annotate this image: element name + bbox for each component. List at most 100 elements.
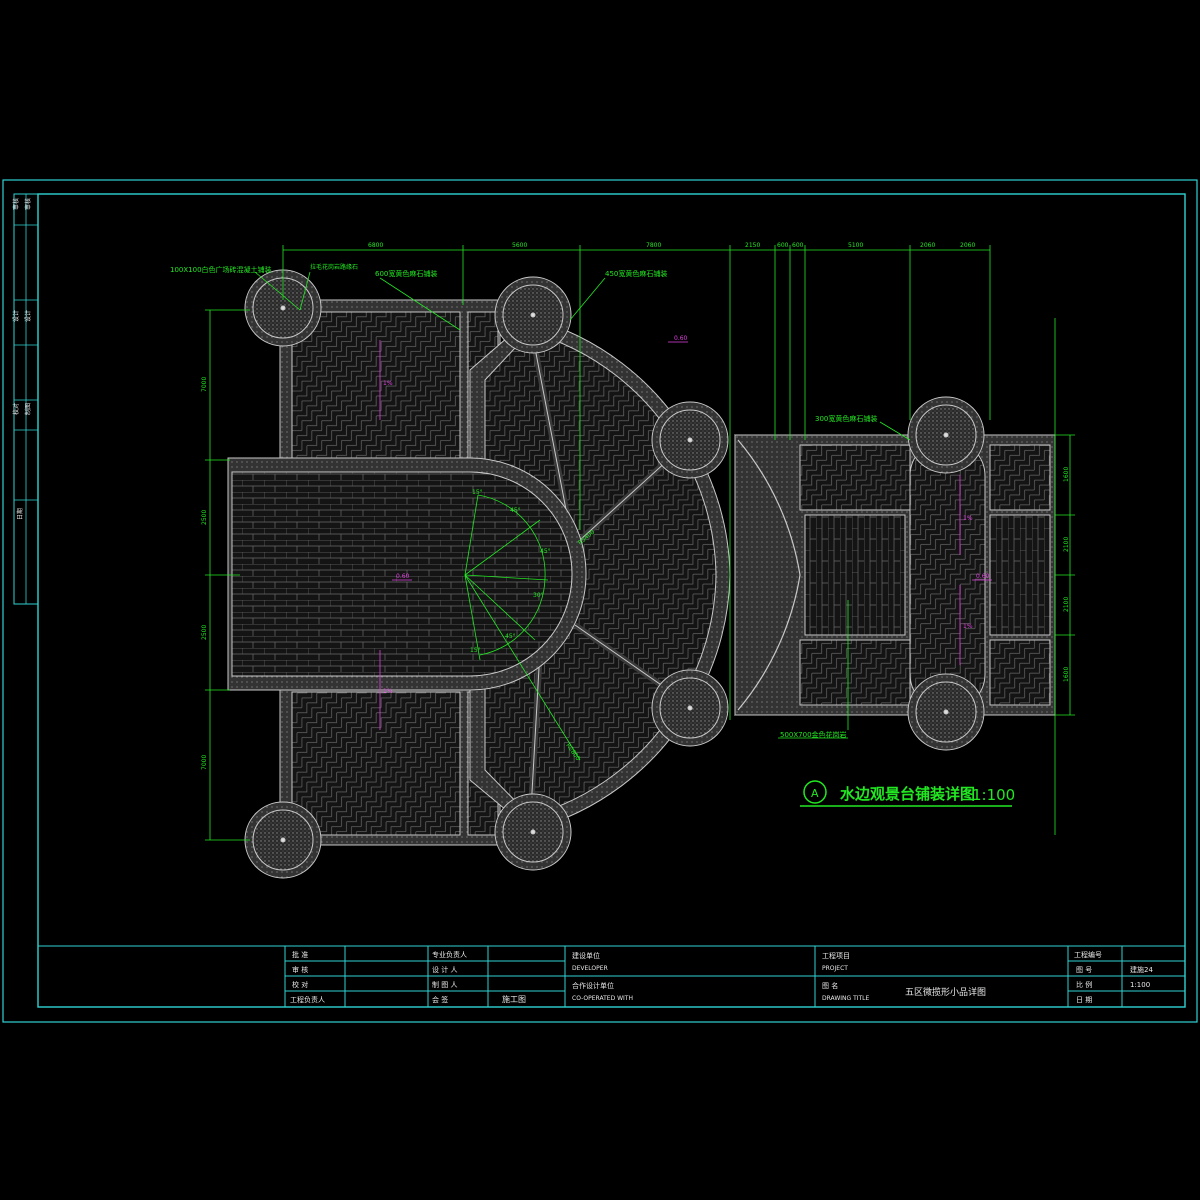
planter-bl xyxy=(244,801,322,879)
slope-4: 1% xyxy=(963,623,973,630)
side-cell-7: 日期 xyxy=(16,508,24,520)
dim-top-2: 5600 xyxy=(512,242,527,249)
planter-bm xyxy=(494,793,572,871)
tb-drafter: 制 图 人 xyxy=(432,980,457,989)
right-platform-paving-3 xyxy=(989,444,1051,511)
right-dimensions: 1600 2100 2100 1600 xyxy=(1063,467,1070,682)
angle-1: 15° xyxy=(472,489,483,496)
slope-1: 1% xyxy=(383,380,393,387)
callout-2: 拉毛花岗岩路缘石 xyxy=(310,263,358,271)
tb-coop-cn: 合作设计单位 xyxy=(572,981,614,990)
dim-left-4: 7000 xyxy=(201,755,208,770)
dim-left-3: 2500 xyxy=(201,625,208,640)
tb-coop-en: CO-OPERATED WITH xyxy=(572,995,633,1002)
title-block xyxy=(37,945,1186,1008)
right-cross-beam xyxy=(909,439,986,711)
lower-wing-paving xyxy=(291,691,461,836)
dimension-lines xyxy=(205,245,1075,841)
tb-project-cn: 工程项目 xyxy=(822,951,850,960)
dim-right-1: 1600 xyxy=(1063,467,1070,482)
planter-tm xyxy=(494,276,572,354)
tb-discipline-lead: 专业负责人 xyxy=(432,950,467,959)
angle-4: 30° xyxy=(533,592,544,599)
planter-tl xyxy=(244,269,322,347)
construction-lines xyxy=(254,271,911,761)
tb-developer-cn: 建设单位 xyxy=(572,951,600,960)
tb-project-en: PROJECT xyxy=(822,965,848,972)
side-cell-3: 设计 xyxy=(12,310,20,322)
upper-wing-paving xyxy=(291,311,461,459)
planter-rt xyxy=(651,401,729,479)
right-platform-paving-2 xyxy=(799,639,911,706)
callout-4: 450宽黄色麻石铺装 xyxy=(605,269,667,278)
dim-top-5: 600 xyxy=(777,242,789,249)
dim-left-1: 7000 xyxy=(201,377,208,392)
detail-marker: A xyxy=(811,787,819,800)
tb-project-lead: 工程负责人 xyxy=(290,995,325,1004)
title-block-text: 批 准 专业负责人 审 核 设 计 人 校 对 制 图 人 工程负责人 会 签 … xyxy=(290,950,1153,1004)
tb-scale: 1:100 xyxy=(1130,981,1150,989)
dim-right-3: 2100 xyxy=(1063,597,1070,612)
tb-date-label: 日 期 xyxy=(1076,996,1092,1004)
angle-5: 45° xyxy=(505,633,516,640)
drawing-title-block: A 水边观景台铺装详图 1:100 xyxy=(800,780,1015,807)
slope-3: 1% xyxy=(963,515,973,522)
tb-drawing-name: 五区微揽形小品详图 xyxy=(905,986,986,998)
tb-designer: 设 计 人 xyxy=(432,965,457,974)
tb-developer-en: DEVELOPER xyxy=(572,965,608,972)
callout-3: 600宽黄色麻石铺装 xyxy=(375,269,437,278)
callout-6: 500X700金色花岗岩 xyxy=(780,730,847,739)
side-cell-2: 审核 xyxy=(24,198,32,210)
side-cell-5: 校对 xyxy=(12,403,20,415)
drawing-title: 水边观景台铺装详图 xyxy=(840,785,975,803)
planter-rb xyxy=(651,669,729,747)
tb-check: 校 对 xyxy=(292,980,308,989)
side-cell-4: 设计 xyxy=(24,310,32,322)
outer-frame xyxy=(2,179,1198,1023)
slope-2: 1% xyxy=(383,688,393,695)
level-2: 0.60 xyxy=(396,573,410,580)
angle-2: 45° xyxy=(510,507,521,514)
plan xyxy=(227,269,1056,879)
tb-countersign: 会 签 xyxy=(432,995,448,1004)
planter-far-rb xyxy=(907,673,985,751)
central-path-paving xyxy=(231,471,573,677)
side-cell-1: 审核 xyxy=(12,198,20,210)
levels: 0.60 0.60 0.60 1% 1% 1% 1% xyxy=(379,335,992,730)
right-platform-brick xyxy=(804,514,906,636)
right-platform-brick-2 xyxy=(989,514,1051,636)
top-dimensions: 6800 5600 7800 2150 600 600 5100 2060 20… xyxy=(368,242,975,249)
angle-6: 15° xyxy=(470,647,481,654)
right-platform-paving-4 xyxy=(989,639,1051,706)
planter-far-rt xyxy=(907,396,985,474)
dim-left-2: 2500 xyxy=(201,510,208,525)
dim-top-8: 2060 xyxy=(920,242,935,249)
side-cell-6: 制图 xyxy=(24,403,32,415)
dim-top-3: 7800 xyxy=(646,242,661,249)
tb-sheet-no: 建施24 xyxy=(1130,965,1153,974)
callout-5: 300宽黄色麻石铺装 xyxy=(815,414,877,423)
tb-sheet-no-label: 图 号 xyxy=(1076,966,1092,974)
dim-top-9: 2060 xyxy=(960,242,975,249)
right-platform-paving xyxy=(799,444,911,511)
left-dimensions: 7000 2500 2500 7000 xyxy=(201,377,208,770)
dim-top-6: 600 xyxy=(792,242,804,249)
arc-band-inner xyxy=(737,439,801,711)
angle-3: 45° xyxy=(540,548,551,555)
dim-top-1: 6800 xyxy=(368,242,383,249)
tb-stage: 施工图 xyxy=(502,994,526,1004)
tb-title-label-en: DRAWING TITLE xyxy=(822,995,870,1002)
tb-job-no-label: 工程编号 xyxy=(1074,950,1102,959)
callouts: 100X100白色广场砖混凝土铺装 拉毛花岗岩路缘石 600宽黄色麻石铺装 45… xyxy=(170,263,877,739)
dim-right-2: 2100 xyxy=(1063,537,1070,552)
dim-right-4: 1600 xyxy=(1063,667,1070,682)
callout-1: 100X100白色广场砖混凝土铺装 xyxy=(170,265,272,274)
drawing-scale: 1:100 xyxy=(972,786,1015,804)
tb-scale-label: 比 例 xyxy=(1076,980,1092,989)
side-strip: 审核 审核 设计 设计 校对 制图 日期 xyxy=(12,193,39,605)
detail-marker-circle xyxy=(803,780,827,804)
dim-top-4: 2150 xyxy=(745,242,760,249)
level-3: 0.60 xyxy=(976,573,990,580)
tb-review: 审 核 xyxy=(292,965,308,974)
